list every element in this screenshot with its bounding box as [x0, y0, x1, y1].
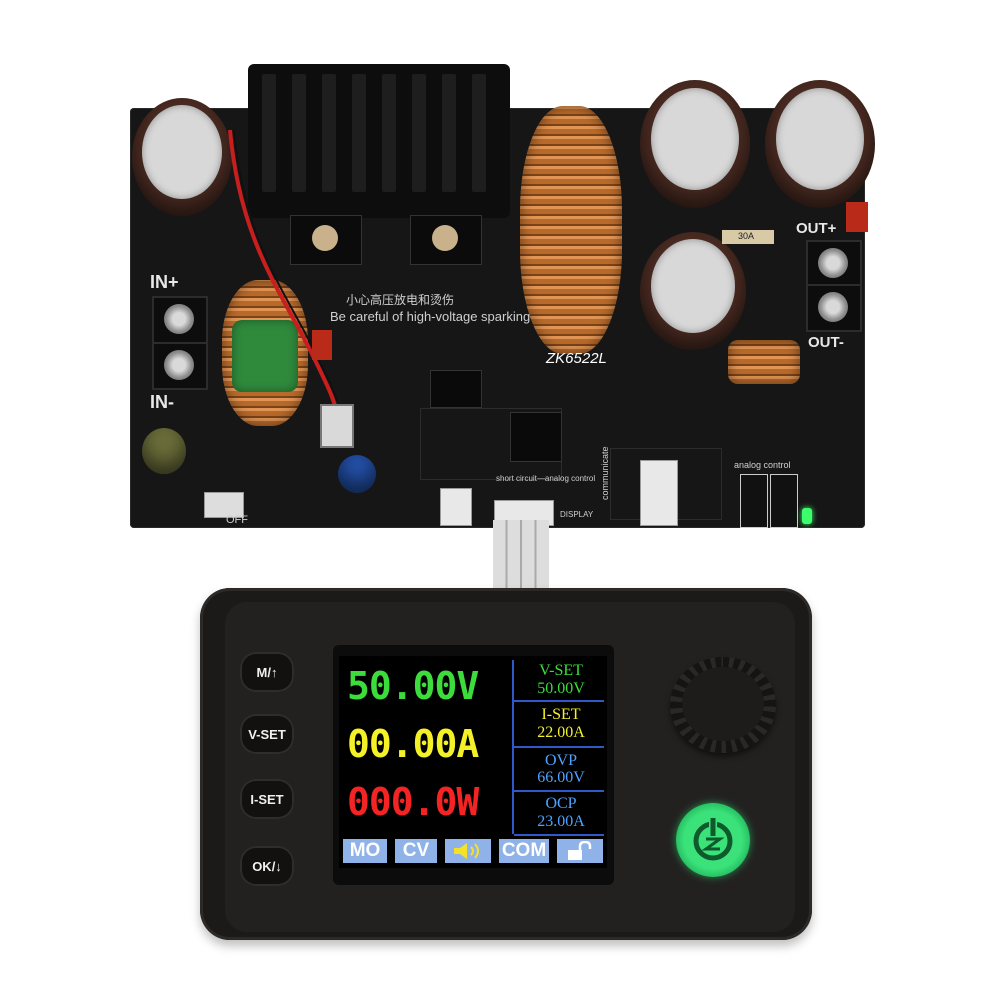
- mcu-chip: [510, 412, 562, 462]
- vset-value: 50.00V: [537, 680, 585, 697]
- analog-control-connector: [770, 474, 798, 528]
- iset-label: I-SET: [541, 706, 581, 723]
- cv-badge: CV: [395, 839, 437, 863]
- fuse-label: 30A: [738, 231, 755, 241]
- mosfet-screw: [312, 225, 338, 251]
- iset-button[interactable]: I-SET: [240, 779, 294, 819]
- red-wire: [228, 129, 344, 431]
- capacitor: [640, 80, 750, 208]
- communicate-connector: [640, 460, 678, 526]
- heatsink-fin: [382, 74, 396, 192]
- heatsink: [248, 64, 510, 218]
- vset-label: V-SET: [539, 662, 583, 679]
- input-terminal-plus: [152, 296, 208, 344]
- small-capacitor: [338, 455, 376, 493]
- short-circuit-label: short circuit—analog control: [496, 474, 596, 483]
- capacitor: [765, 80, 875, 208]
- lcd-divider: [514, 790, 604, 792]
- ok-down-button[interactable]: OK/↓: [240, 846, 294, 886]
- iset-value: 22.00A: [537, 724, 585, 741]
- in-minus-label: IN-: [150, 392, 174, 412]
- lcd-screen: 50.00V 00.00A 000.0W V-SET 50.00V I-SET …: [339, 656, 607, 868]
- speaker-icon: [454, 843, 479, 859]
- heatsink-fin: [292, 74, 306, 192]
- heatsink-fin: [352, 74, 366, 192]
- small-coil: [728, 340, 800, 384]
- heatsink-fin: [442, 74, 456, 192]
- display-connector: [440, 488, 472, 526]
- analog-control-connector: [740, 474, 768, 528]
- menu-up-button[interactable]: M/↑: [240, 652, 294, 692]
- capacitor: [132, 98, 232, 216]
- red-capacitor: [312, 330, 332, 360]
- heatsink-fin: [262, 74, 276, 192]
- warning-en: Be careful of high-voltage sparking: [330, 309, 531, 324]
- lcd-divider: [512, 660, 514, 834]
- lcd-divider: [514, 834, 604, 836]
- out-minus-label: OUT-: [808, 334, 844, 351]
- current-reading: 00.00A: [347, 722, 479, 766]
- small-capacitor: [142, 428, 186, 474]
- com-badge: COM: [499, 839, 549, 863]
- red-capacitor: [846, 202, 868, 232]
- heatsink-fin: [322, 74, 336, 192]
- status-bar: MO CV COM: [343, 839, 603, 865]
- mosfet: [410, 215, 482, 265]
- off-label: OFF: [226, 514, 248, 526]
- unlock-icon: [568, 841, 592, 860]
- power-button[interactable]: [676, 803, 750, 877]
- fuse: [722, 230, 774, 244]
- fan-connector: [320, 404, 354, 448]
- out-plus-label: OUT+: [796, 220, 837, 237]
- output-terminal-plus: [806, 240, 862, 288]
- ocp-label: OCP: [545, 795, 577, 812]
- ovp-label: OVP: [544, 752, 577, 769]
- in-plus-label: IN+: [150, 272, 179, 292]
- knob-cap: [682, 667, 764, 741]
- driver-chip: [430, 370, 482, 408]
- lock-badge: [557, 839, 603, 863]
- filter-inductor: [232, 320, 298, 392]
- output-terminal-minus: [806, 284, 862, 332]
- mosfet-screw: [432, 225, 458, 251]
- ribbon-cable: [493, 520, 549, 590]
- analog-control-label: analog control: [734, 460, 791, 470]
- communicate-label: communicate: [600, 446, 610, 500]
- off-switch[interactable]: [204, 492, 244, 518]
- board-model: ZK6522L: [546, 350, 607, 367]
- mode-badge: MO: [343, 839, 387, 863]
- heatsink-fin: [412, 74, 426, 192]
- status-led: [802, 508, 812, 524]
- lcd-divider: [514, 700, 604, 702]
- power-icon: [693, 817, 733, 861]
- lcd-divider: [514, 746, 604, 748]
- heatsink-fin: [472, 74, 486, 192]
- sound-badge: [445, 839, 491, 863]
- ovp-value: 66.00V: [537, 769, 585, 786]
- warning-cn: 小心高压放电和烫伤: [346, 293, 455, 307]
- vset-button[interactable]: V-SET: [240, 714, 294, 754]
- capacitor: [640, 232, 746, 350]
- main-inductor-coil: [520, 106, 622, 354]
- voltage-reading: 50.00V: [347, 664, 479, 708]
- input-terminal-minus: [152, 342, 208, 390]
- power-reading: 000.0W: [347, 780, 479, 824]
- display-label: DISPLAY: [560, 510, 594, 519]
- ocp-value: 23.00A: [537, 813, 585, 830]
